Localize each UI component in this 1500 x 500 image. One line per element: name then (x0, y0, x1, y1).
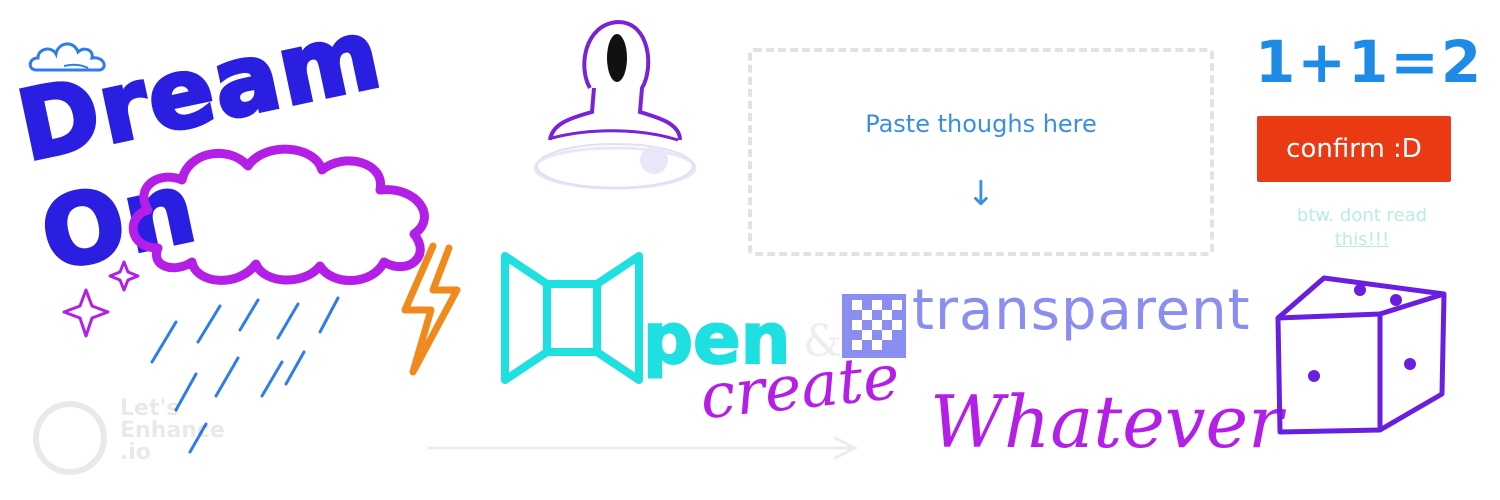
whatever-word: Whatever (930, 380, 1283, 464)
btw-line-1: btw. dont read (1296, 205, 1428, 226)
cloud-icon (28, 42, 106, 72)
storm-cloud-icon (128, 144, 429, 285)
sparkle-icon (62, 260, 140, 338)
equation-text: 1+1=2 (1255, 28, 1484, 96)
btw-note: btw. dont read this!!! (1262, 204, 1462, 252)
open-word: pen (642, 297, 791, 381)
eye-creature-icon (533, 19, 697, 190)
paste-placeholder: Paste thoughs here (865, 110, 1097, 138)
checkerboard-icon (842, 294, 906, 358)
arrow-down-icon: ↓ (966, 174, 996, 214)
lightning-icon (401, 242, 461, 376)
rain-icon (150, 296, 340, 454)
transparent-word: transparent (912, 278, 1251, 343)
watermark-logo: Let's Enhance .io (30, 398, 250, 478)
open-door-icon (501, 252, 643, 384)
ampersand-text: & (803, 316, 843, 367)
paste-area[interactable]: Paste thoughs here ↓ (748, 48, 1214, 256)
confirm-button[interactable]: confirm :D (1257, 116, 1451, 182)
btw-line-2: this!!! (1334, 229, 1390, 250)
dice-icon (1275, 275, 1447, 435)
arrow-line (427, 436, 859, 460)
